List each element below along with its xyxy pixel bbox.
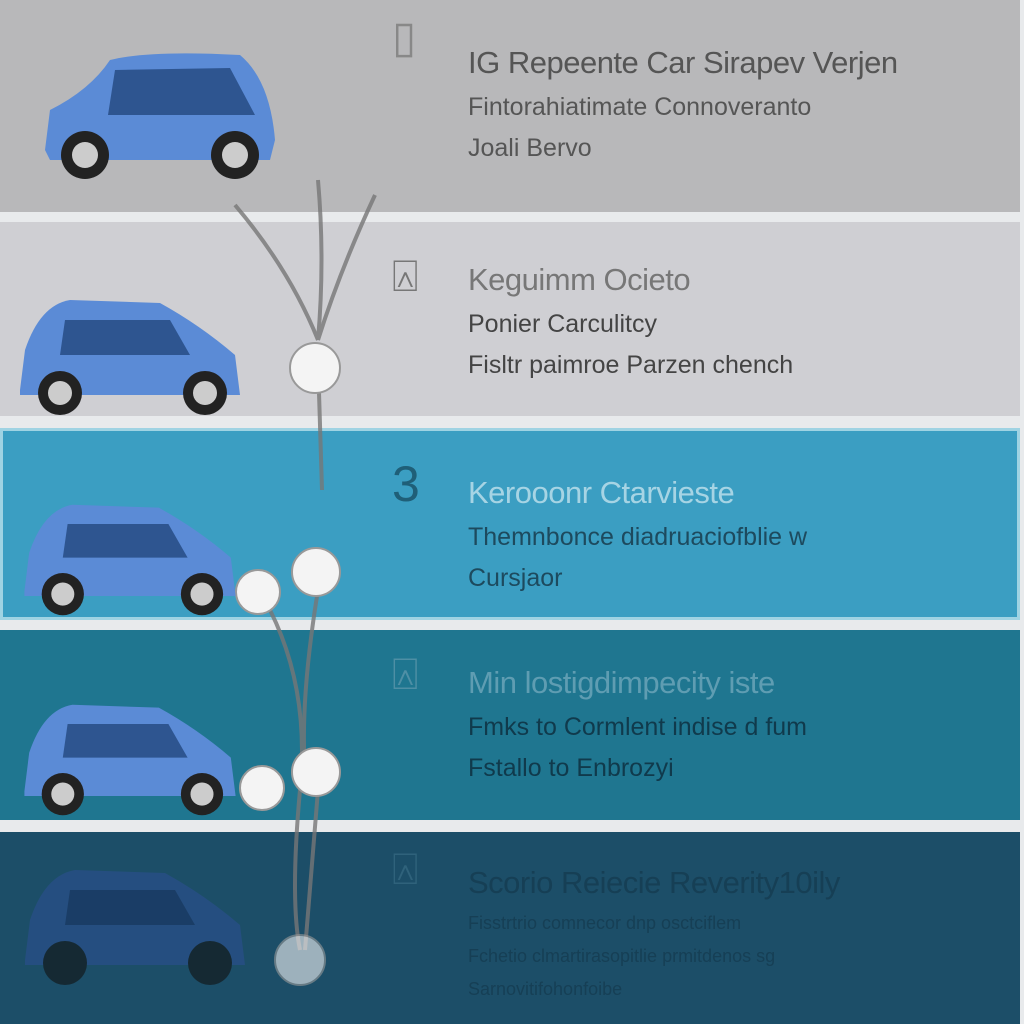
bell-icon: ⍓ xyxy=(392,845,419,894)
step-title: Kerooonr Ctarvieste xyxy=(468,475,735,510)
bell-icon: ⍓ xyxy=(392,650,419,699)
ball-icon xyxy=(291,747,341,797)
car-icon xyxy=(45,53,275,179)
step-line: Cursjaor xyxy=(468,564,563,592)
step-title: IG Repeente Car Sirapev Verjen xyxy=(468,45,898,80)
step-5: Scorio Reiecie Reverity10ily Fisstrtrio … xyxy=(468,865,840,1000)
car-icon xyxy=(25,870,245,985)
ball-icon xyxy=(291,547,341,597)
car-icon xyxy=(20,300,240,415)
step-line: Fisltr paimroe Parzen chench xyxy=(468,351,794,379)
step-4: Min lostigdimpecity iste Fmks to Cormlen… xyxy=(468,665,807,783)
ball-icon xyxy=(289,342,341,394)
step-3: Kerooonr Ctarvieste Themnbonce diadruaci… xyxy=(468,475,807,593)
step-1: IG Repeente Car Sirapev Verjen Fintorahi… xyxy=(468,45,898,163)
step-line: Fmks to Cormlent indise d fum xyxy=(468,713,807,741)
step-2: Keguimm Ocieto Ponier Carculitcy Fisltr … xyxy=(468,262,793,380)
step-line: Sarnovitifohonfoibe xyxy=(468,979,623,999)
step-line: Joali Bervo xyxy=(468,134,592,162)
step-line: Fchetio clmartirasopitlie prmitdenos sg xyxy=(468,946,776,966)
step-line: Fintorahiatimate Connoveranto xyxy=(468,93,812,121)
ball-icon xyxy=(235,569,281,615)
number-icon: 3 xyxy=(392,456,420,512)
phone-icon: ▯ xyxy=(392,13,417,62)
step-line: Themnbonce diadruaciofblie w xyxy=(468,523,808,551)
bell-icon: ⍓ xyxy=(392,252,419,301)
step-title: Min lostigdimpecity iste xyxy=(468,665,775,700)
ball-icon xyxy=(274,934,326,986)
step-line: Ponier Carculitcy xyxy=(468,310,657,338)
car-icon xyxy=(24,504,236,616)
car-icon xyxy=(24,704,236,816)
step-line: Fstallo to Enbrozyi xyxy=(468,754,674,782)
step-title: Keguimm Ocieto xyxy=(468,262,691,297)
step-title: Scorio Reiecie Reverity10ily xyxy=(468,865,840,900)
step-line: Fisstrtrio comnecor dnp osctciflem xyxy=(468,913,742,933)
ball-icon xyxy=(239,765,285,811)
